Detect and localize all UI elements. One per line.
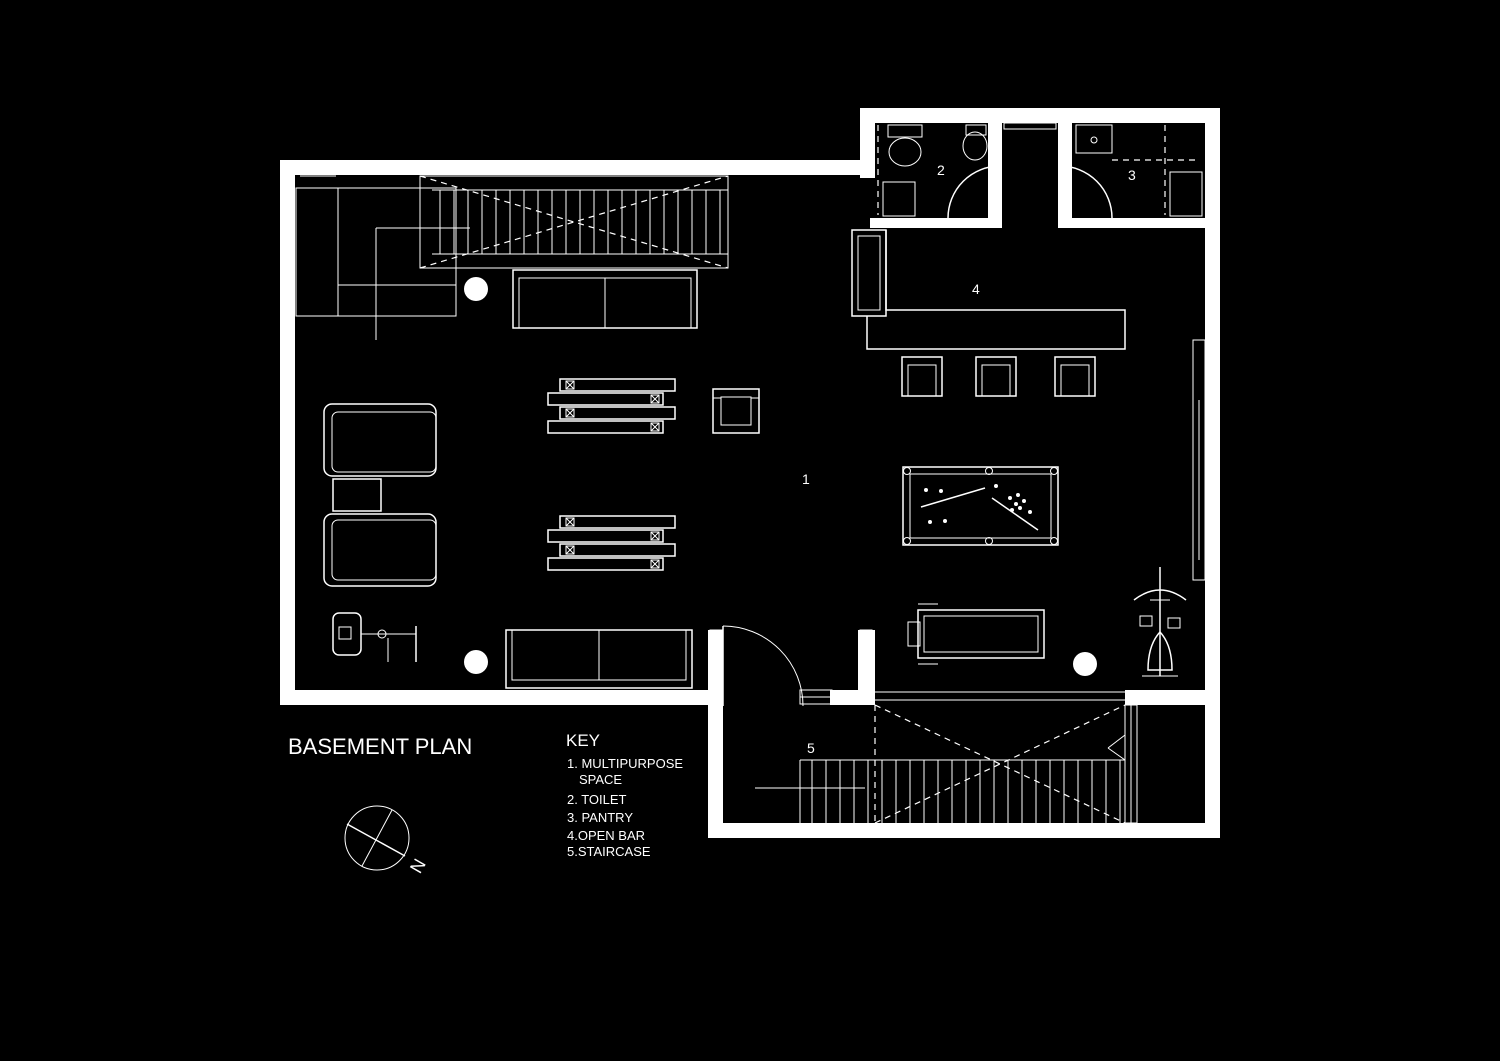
- gym-station: [1133, 567, 1187, 677]
- key-item: 1. MULTIPURPOSE: [567, 756, 683, 771]
- lower-staircase: [755, 691, 1138, 824]
- key-heading: KEY: [566, 731, 600, 750]
- lounge-chairs: [323, 403, 437, 587]
- coffee-table-lower: [547, 515, 676, 571]
- key-item: 2. TOILET: [567, 792, 627, 807]
- pool-table: [902, 466, 1059, 546]
- sofa-top: [512, 269, 698, 329]
- key-item: 5.STAIRCASE: [567, 844, 651, 859]
- key-item: SPACE: [579, 772, 622, 787]
- open-bar: [851, 229, 1126, 397]
- columns: [464, 277, 1097, 676]
- wall-cabinet: [1192, 339, 1206, 581]
- room-number-toilet: 2: [937, 162, 945, 178]
- treadmill: [907, 603, 1045, 665]
- armchair-center: [712, 388, 760, 434]
- walls: [280, 108, 1220, 838]
- entry-door: [709, 625, 873, 707]
- room-number-pantry: 3: [1128, 167, 1136, 183]
- key-item: 3. PANTRY: [567, 810, 633, 825]
- north-label: N: [406, 855, 430, 876]
- plan-title: BASEMENT PLAN: [288, 734, 472, 759]
- toilet-room: [877, 122, 1057, 219]
- upper-staircase: [295, 175, 729, 340]
- room-numbers: 1 2 3 4 5: [802, 162, 1136, 756]
- sofa-bottom: [505, 629, 693, 689]
- reading-chair: [332, 612, 417, 662]
- room-number-staircase: 5: [807, 740, 815, 756]
- room-number-multipurpose: 1: [802, 471, 810, 487]
- key-legend: KEY 1. MULTIPURPOSE SPACE 2. TOILET 3. P…: [566, 731, 683, 859]
- north-arrow: N: [344, 805, 430, 877]
- pantry-room: [1059, 124, 1203, 219]
- coffee-table-upper: [547, 378, 676, 434]
- room-number-open-bar: 4: [972, 281, 980, 297]
- key-item: 4.OPEN BAR: [567, 828, 645, 843]
